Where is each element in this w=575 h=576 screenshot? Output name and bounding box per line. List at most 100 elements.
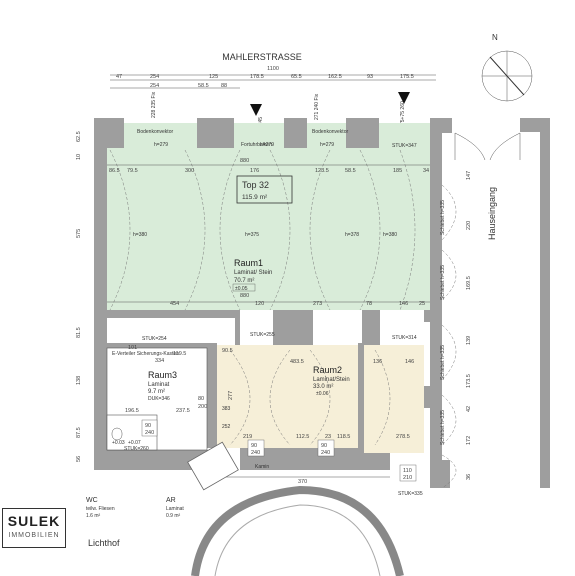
row-dim-2: 300 [185, 168, 194, 174]
stair-curve [187, 441, 404, 576]
toilet-icon [111, 427, 123, 441]
door-0-w: 90 [145, 423, 151, 429]
right-dim-1: 220 [466, 221, 472, 230]
dim-sub-1: 58.5 [198, 83, 209, 89]
raum2-east [364, 345, 424, 453]
raum3-floor-type: Laminat [148, 382, 170, 388]
right-dim-2: 169.5 [466, 276, 472, 290]
door-0-h: 240 [145, 430, 154, 436]
arrow-marker-left [250, 104, 262, 116]
bodenkonvektor-1: Bodenkonvektor [137, 129, 173, 135]
compass-icon: N [481, 33, 533, 102]
door-3-h: 210 [403, 475, 412, 481]
window-niche-3 [307, 123, 346, 148]
bottom-dim-1: 120 [255, 301, 264, 307]
raum1-name: Raum1 [234, 258, 263, 268]
raum3-dim-6: 200 [198, 404, 207, 410]
fortuhrer-label: Fortuhrbalken [241, 142, 272, 148]
raum3-dim-2: 119.5 [173, 351, 186, 357]
dim-total-880: 880 [240, 158, 249, 164]
dim-sub-0: 254 [150, 83, 159, 89]
raum2-floor [217, 345, 358, 448]
left-dim-2: 575 [76, 229, 82, 238]
dim-seg-6: 93 [367, 74, 373, 80]
h279-2: h=279 [260, 142, 274, 148]
stuk-top: STUK=347 [392, 143, 417, 149]
walls [94, 118, 550, 488]
door-1-h: 240 [251, 450, 260, 456]
raum3-name: Raum3 [148, 370, 177, 380]
raum3-dim-0: 101 [128, 345, 137, 351]
street-name: MAHLERSTRASSE [222, 52, 302, 62]
raum3-extra: DUK=346 [148, 396, 170, 402]
h279-1: h=279 [154, 142, 168, 148]
door-2-w: 90 [321, 443, 327, 449]
right-dim-0: 147 [466, 171, 472, 180]
ar-area: 0.9 m² [166, 513, 181, 519]
entrance-door-icon [454, 132, 521, 161]
wc-area: 1.6 m² [86, 513, 101, 519]
window-niche-4 [379, 123, 430, 148]
bottom-dim-3: 78 [366, 301, 372, 307]
raum3-dim-5: 80 [198, 396, 204, 402]
row-dim-6: 185 [393, 168, 402, 174]
stuk-314: STUK=314 [392, 335, 417, 341]
dim-seg-7: 175.5 [400, 74, 414, 80]
right-dim-6: 172 [466, 436, 472, 445]
raum2-dim-8: 112.5 [296, 434, 309, 440]
raum2-floor-type: Laminat/Stein [313, 377, 350, 383]
sulek-logo: SULEK IMMOBILIEN [2, 508, 66, 548]
raum2-dim-1: 483.5 [290, 359, 304, 365]
schiebet-3: Schiebet h=335 [440, 345, 446, 380]
raum2-dim-6: 252 [222, 424, 231, 430]
height-2: h=378 [345, 232, 359, 238]
dim-seg-4: 65.5 [291, 74, 302, 80]
courtyard-label: Lichthof [88, 538, 120, 548]
stuk-254: STUK=254 [142, 336, 167, 342]
raum2-dim-2: 136 [373, 359, 382, 365]
raum2-dim-12: 370 [298, 479, 307, 485]
door-swings [109, 149, 457, 489]
raum2-name: Raum2 [313, 365, 342, 375]
row-dim-1: 79.5 [127, 168, 138, 174]
raum1-level: ±0.05 [235, 286, 248, 292]
bottom-dim-5: 25 [419, 301, 425, 307]
dim-seg-1: 254 [150, 74, 159, 80]
raum2-dim-11: 278.5 [396, 434, 410, 440]
ar-floor-type: Laminat [166, 506, 184, 512]
bottom-dim-2: 273 [313, 301, 322, 307]
raum1-right-wing [380, 148, 430, 298]
raum2-dim-7: 219 [243, 434, 252, 440]
window-niche-1 [124, 123, 197, 148]
left-dim-1: 10 [76, 154, 82, 160]
height-0: h=380 [133, 232, 147, 238]
wc-level-0: +0.03 [112, 440, 125, 446]
raum2-dim-10: 118.5 [337, 434, 350, 440]
logo-subtitle: IMMOBILIEN [8, 532, 60, 539]
arrow-marker-right [398, 92, 410, 104]
raum2-level: ±0.06 [316, 391, 329, 397]
left-dim-6: 56 [76, 456, 82, 462]
kamin-label: Kamin [255, 464, 269, 470]
row-dim-3: 176 [250, 168, 259, 174]
dim-seg-3: 178.5 [250, 74, 264, 80]
row-dim-5: 58.5 [345, 168, 356, 174]
window-dim-4: 75+75 260 [400, 101, 406, 125]
height-1: h=375 [245, 232, 259, 238]
raum3-dim-1: 334 [155, 358, 164, 364]
right-dim-7: 36 [466, 474, 472, 480]
door-2-h: 240 [321, 450, 330, 456]
compass-n: N [492, 33, 498, 42]
left-dim-4: 138 [76, 376, 82, 385]
raum2-dim-9: 23 [325, 434, 331, 440]
wc-name: WC [86, 497, 98, 504]
height-3: h=380 [383, 232, 397, 238]
raum2-dim-5: 383 [222, 406, 231, 412]
right-dim-5: 42 [466, 406, 472, 412]
everteiler-label: E-Verteiler Sicherungs-Kasten [112, 351, 179, 357]
logo-wordmark: SULEK [7, 513, 61, 529]
raum1-floor [107, 148, 430, 310]
ar-name: AR [166, 497, 176, 504]
dim-total-880-b: 880 [240, 293, 249, 299]
schiebet-1: Schiebet h=335 [440, 200, 446, 235]
